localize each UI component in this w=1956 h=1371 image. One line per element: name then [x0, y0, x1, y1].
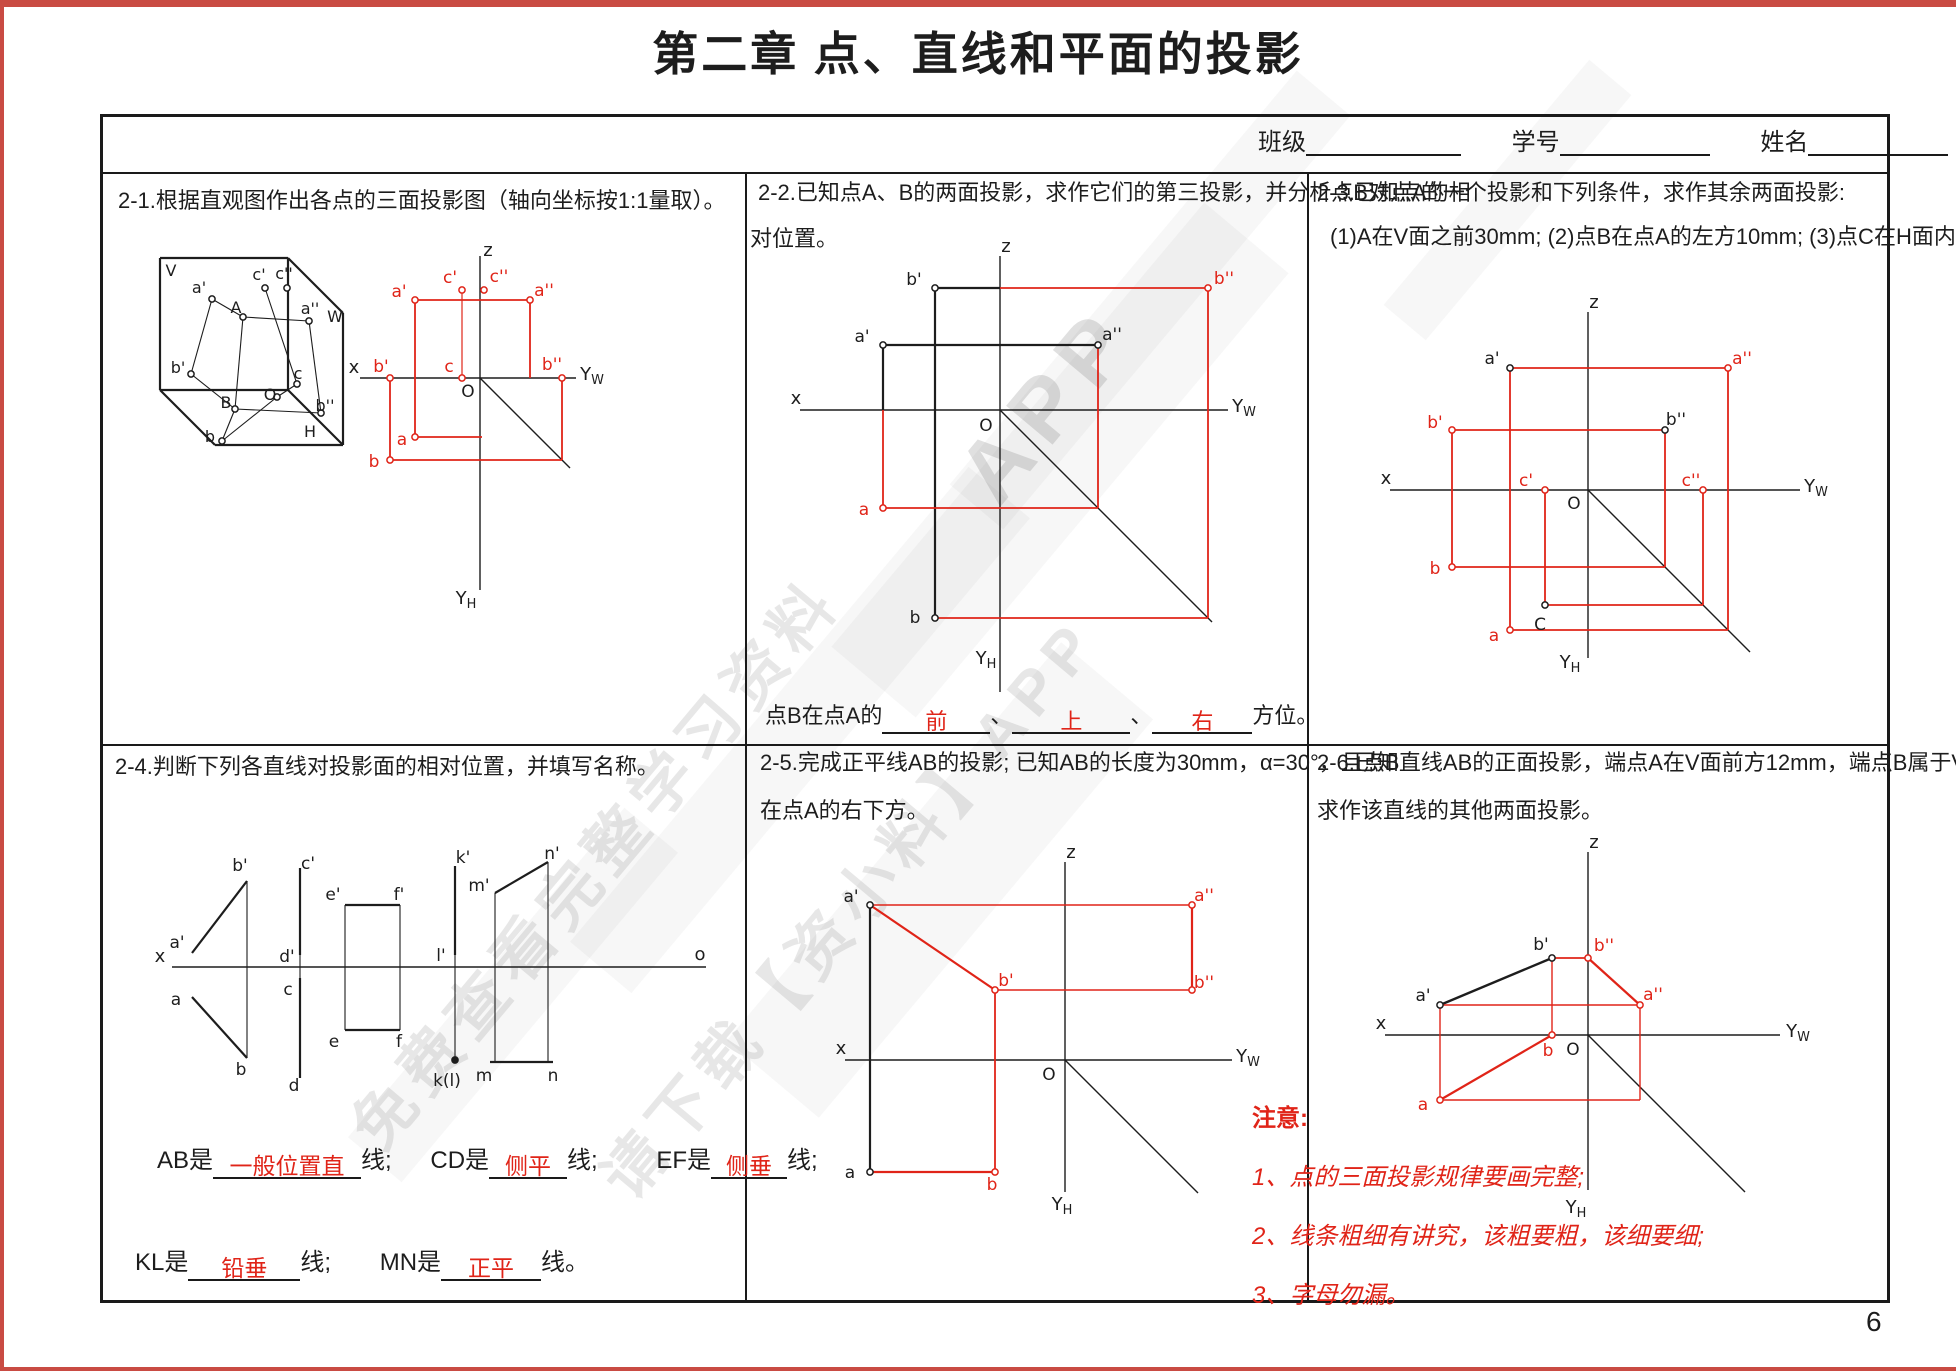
exercise-2-4-title: 2-4.判断下列各直线对投影面的相对位置，并填写名称。 — [115, 754, 659, 779]
note-item-3: 3、字母勿漏。 — [1252, 1282, 1410, 1309]
name-label: 姓名 — [1760, 129, 1809, 156]
page-edge-top — [0, 0, 1956, 7]
exercise-2-2-title-line1: 2-2.已知点A、B的两面投影，求作它们的第三投影，并分析点B对点A的相 — [758, 180, 1471, 205]
fill-pre: KL是 — [135, 1249, 189, 1276]
header-fields: 班级 学号 姓名 — [1258, 122, 1949, 157]
fill-answer-ab: 一般位置直 — [213, 1147, 362, 1179]
header-divider — [100, 172, 1890, 174]
page-edge-bottom — [0, 1367, 1956, 1371]
page-title: 第二章 点、直线和平面的投影 — [652, 29, 1304, 80]
teacher-notes: 注意: 1、点的三面投影规律要画完整; 2、线条粗细有讲究，该粗要粗，该细要细;… — [1252, 1098, 1704, 1310]
fill-answer-ef: 侧垂 — [711, 1147, 788, 1179]
exercise-2-1-title: 2-1.根据直观图作出各点的三面投影图（轴向坐标按1:1量取）。 — [118, 188, 726, 213]
exercise-2-2-title-line2: 对位置。 — [750, 226, 839, 251]
notes-heading: 注意: — [1252, 1105, 1308, 1132]
exercise-2-3-title-line1: 2-3.已知点的一个投影和下列条件，求作其余两面投影: — [1317, 180, 1846, 205]
page-number: 6 — [1866, 1306, 1882, 1337]
answer-suffix: 方位。 — [1252, 703, 1319, 728]
exercise-2-6-title-line2: 求作该直线的其他两面投影。 — [1317, 798, 1604, 823]
fill-post: 线; — [361, 1147, 392, 1174]
fill-answer-cd: 侧平 — [489, 1147, 568, 1179]
note-item-2: 2、线条粗细有讲究，该粗要粗，该细要细; — [1252, 1223, 1705, 1250]
fill-pre: AB是 — [157, 1147, 214, 1174]
exercise-2-4-answers-line1: AB是一般位置直线; CD是侧平线; EF是侧垂线; — [157, 1140, 818, 1179]
column-divider-1 — [745, 172, 747, 1303]
exercise-2-5-title-line1: 2-5.完成正平线AB的投影; 已知AB的长度为30mm，α=30°，且点B — [760, 750, 1400, 775]
fill-pre: EF是 — [656, 1147, 712, 1174]
exercise-2-2-answer-line: 点B在点A的前、上、右方位。 — [765, 698, 1318, 734]
name-blank — [1808, 128, 1949, 156]
exercise-2-6-title-line1: 2-6.已知直线AB的正面投影，端点A在V面前方12mm，端点B属于V面， — [1317, 750, 1956, 775]
answer-separator: 、 — [990, 703, 1013, 728]
answer-blank-up: 上 — [1012, 704, 1131, 734]
class-blank — [1306, 128, 1461, 156]
fill-pre: CD是 — [430, 1147, 490, 1174]
fill-pre: MN是 — [379, 1249, 442, 1276]
answer-blank-front: 前 — [882, 704, 991, 734]
column-divider-2 — [1307, 172, 1309, 1303]
answer-prefix: 点B在点A的 — [765, 703, 883, 728]
answer-blank-right: 右 — [1152, 704, 1253, 734]
fill-post: 线。 — [541, 1249, 590, 1276]
fill-answer-mn: 正平 — [441, 1249, 542, 1281]
exercise-2-5-title-line2: 在点A的右下方。 — [760, 798, 929, 823]
answer-separator: 、 — [1130, 703, 1153, 728]
fill-post: 线; — [300, 1249, 332, 1276]
exercise-2-3-title-line2: (1)A在V面之前30mm; (2)点B在点A的左方10mm; (3)点C在H面… — [1330, 224, 1956, 249]
fill-answer-kl: 铅垂 — [188, 1249, 301, 1281]
fill-post: 线; — [567, 1147, 598, 1174]
note-item-1: 1、点的三面投影规律要画完整; — [1252, 1164, 1585, 1191]
row-divider — [100, 744, 1890, 746]
exercise-2-4-answers-line2: KL是铅垂线; MN是正平线。 — [135, 1242, 589, 1281]
page-edge-left — [0, 0, 4, 1371]
id-label: 学号 — [1511, 129, 1560, 156]
worksheet-table-frame — [100, 114, 1890, 1303]
id-blank — [1559, 128, 1710, 156]
fill-post: 线; — [787, 1147, 818, 1174]
class-label: 班级 — [1258, 129, 1306, 156]
